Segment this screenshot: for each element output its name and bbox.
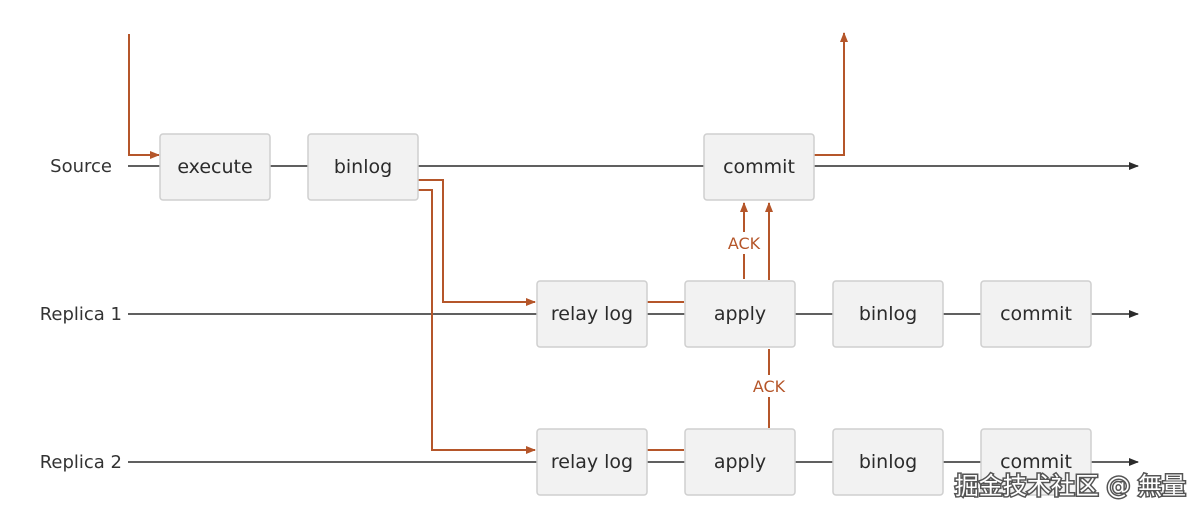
replica1-apply-label: apply [714,303,766,325]
incoming-request-arrow [128,34,160,159]
replica1-commit-label: commit [1000,303,1072,325]
replica2-binlog-label: binlog [859,451,917,473]
source-binlog-box: binlog [307,133,419,201]
replica1-ack-label: ACK [728,234,761,253]
lane-label-source: Source [50,156,112,177]
lane-label-replica2: Replica 2 [40,452,122,473]
replica2-commit-box: commit [980,428,1092,496]
binlog-to-replica1-arrow [418,179,536,306]
watermark: 掘金技术社区 @ 無量 [955,472,1186,500]
replica2-ack-label: ACK [753,377,786,396]
replica2-binlog-box: binlog [832,428,944,496]
replica2-relay-log-box: relay log [536,428,648,496]
source-commit-box: commit [703,133,815,201]
replica2-apply-label: apply [714,451,766,473]
source-commit-label: commit [723,156,795,178]
replica2-commit-label: commit [1000,451,1072,473]
commit-response-arrow [814,32,848,156]
replica1-relay-log-label: relay log [551,303,633,325]
source-binlog-label: binlog [334,156,392,178]
source-execute-box: execute [159,133,271,201]
replica1-binlog-box: binlog [832,280,944,348]
source-execute-label: execute [177,156,252,178]
binlog-to-replica2-arrow [418,189,536,454]
lane-label-replica1: Replica 1 [40,304,122,325]
replica1-relay-log-box: relay log [536,280,648,348]
replica2-relay-log-label: relay log [551,451,633,473]
replica1-binlog-label: binlog [859,303,917,325]
replica1-apply-box: apply [684,280,796,348]
replica2-apply-box: apply [684,428,796,496]
replica1-commit-box: commit [980,280,1092,348]
